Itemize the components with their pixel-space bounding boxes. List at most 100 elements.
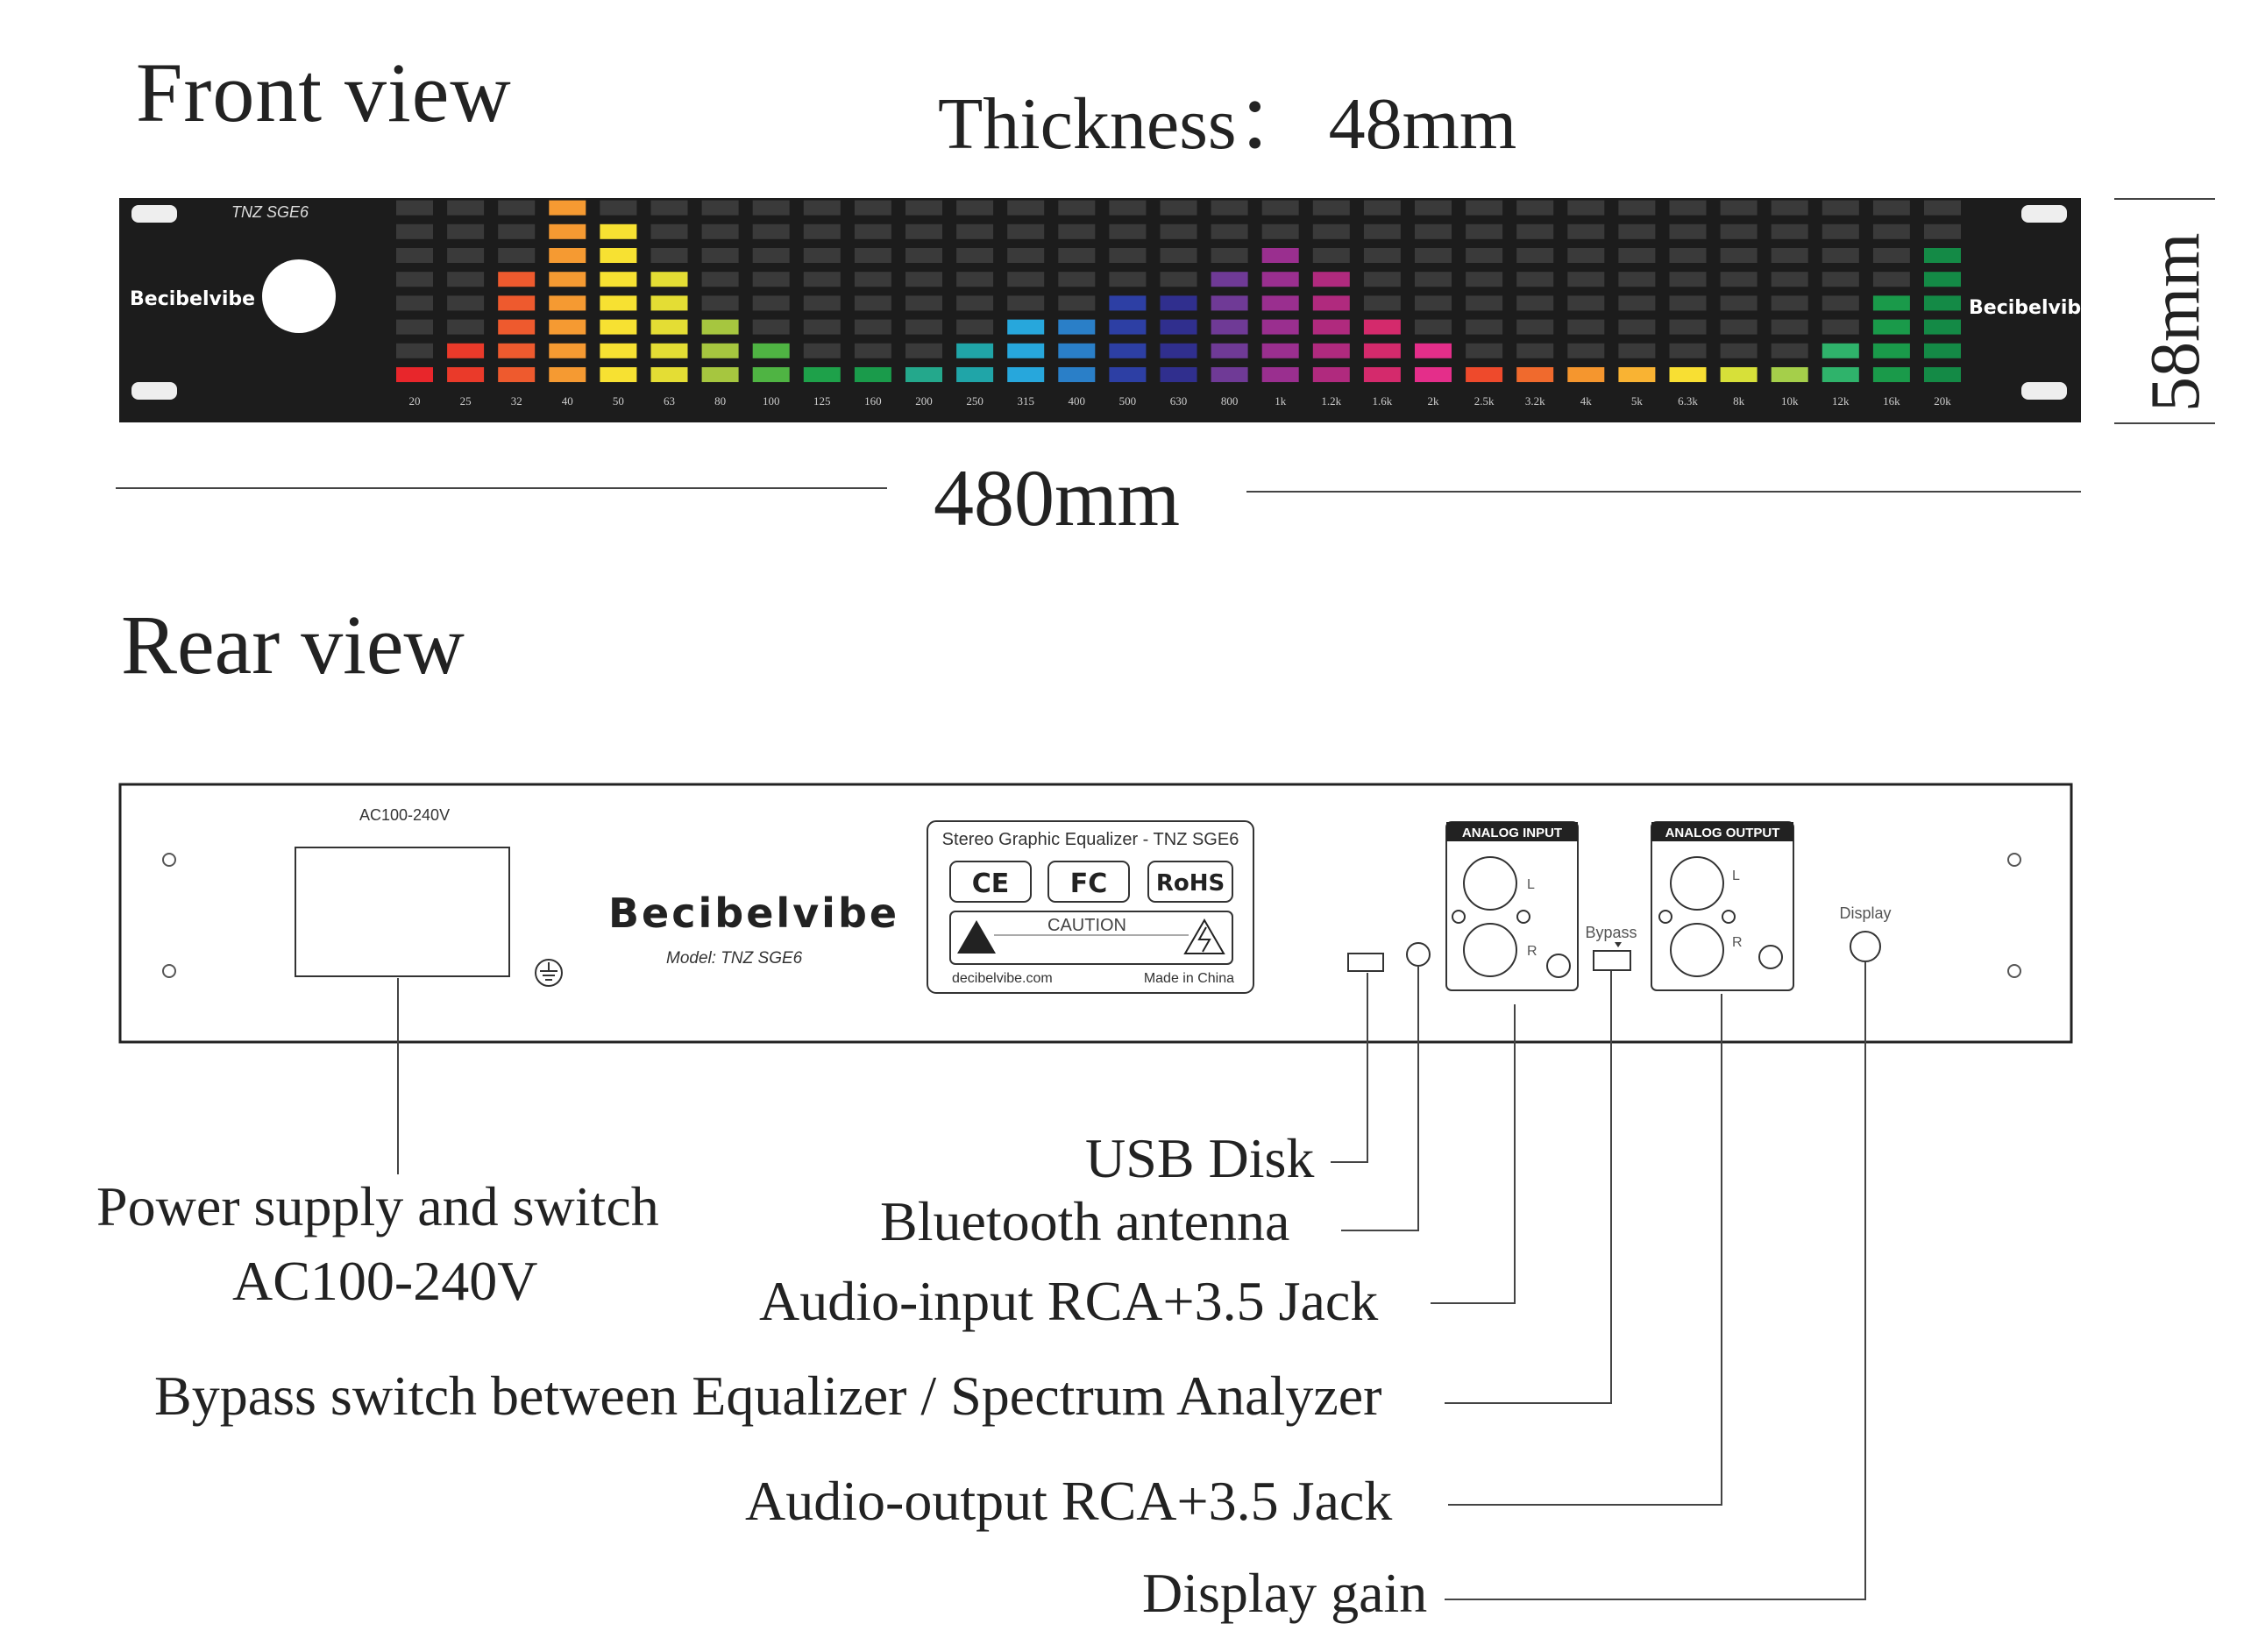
spectrum-segment-2.5k [1466, 319, 1503, 335]
spectrum-segment-10k [1771, 367, 1808, 382]
height-dimension-bottom-tick [2114, 422, 2215, 424]
spectrum-segment-315 [1007, 343, 1045, 358]
band-label-1.2k: 1.2k [1321, 394, 1341, 408]
spectrum-segment-2.5k [1466, 343, 1503, 358]
spectrum-segment-4k [1567, 272, 1605, 287]
spectrum-segment-50 [600, 319, 637, 335]
leader-display-gain [1445, 962, 1866, 1600]
fc-mark-box [1047, 861, 1130, 903]
screw-hole-bottom-left [162, 964, 176, 978]
spectrum-segment-16k [1872, 200, 1910, 216]
band-label-20: 20 [409, 394, 421, 408]
output-left-label: L [1732, 869, 1740, 883]
usb-port[interactable] [1347, 953, 1384, 972]
bypass-switch[interactable] [1593, 950, 1631, 971]
spectrum-segment-400 [1058, 295, 1096, 311]
spectrum-segment-20 [396, 248, 433, 263]
spectrum-segment-63 [650, 319, 688, 335]
spectrum-segment-40 [549, 367, 586, 382]
spectrum-segment-25 [447, 200, 485, 216]
spectrum-segment-63 [650, 200, 688, 216]
spectrum-segment-630 [1160, 343, 1197, 358]
callout-audio-input: Audio-input RCA+3.5 Jack [759, 1270, 1379, 1332]
display-gain-knob[interactable] [1850, 931, 1881, 962]
spectrum-segment-2k [1415, 343, 1452, 358]
spectrum-segment-1k [1261, 248, 1299, 263]
spectrum-segment-1.6k [1363, 248, 1401, 263]
spectrum-segment-630 [1160, 295, 1197, 311]
front-control-knob[interactable] [262, 259, 336, 333]
spectrum-segment-63 [650, 272, 688, 287]
electric-warning-icon [1183, 918, 1225, 954]
spectrum-segment-1.2k [1312, 200, 1350, 216]
spectrum-segment-800 [1211, 319, 1248, 335]
spectrum-segment-50 [600, 272, 637, 287]
spectrum-segment-4k [1567, 223, 1605, 239]
spectrum-segment-2k [1415, 319, 1452, 335]
spectrum-segment-6.3k [1669, 223, 1707, 239]
spectrum-segment-80 [701, 200, 739, 216]
band-label-32: 32 [511, 394, 522, 408]
spectrum-segment-5k [1618, 223, 1656, 239]
input-rca-left[interactable] [1463, 856, 1517, 911]
bluetooth-antenna-jack[interactable] [1406, 942, 1431, 967]
spectrum-segment-400 [1058, 367, 1096, 382]
spectrum-segment-12k [1821, 223, 1859, 239]
power-inlet-switch[interactable] [295, 847, 510, 977]
spectrum-segment-1k [1261, 343, 1299, 358]
band-label-160: 160 [864, 394, 882, 408]
spectrum-segment-20 [396, 272, 433, 287]
spectrum-segment-1.6k [1363, 295, 1401, 311]
output-3-5mm-jack[interactable] [1758, 945, 1783, 969]
analog-input-header [1446, 822, 1578, 841]
spectrum-segment-1.2k [1312, 319, 1350, 335]
spectrum-segment-1.2k [1312, 223, 1350, 239]
spectrum-segment-400 [1058, 343, 1096, 358]
rear-brand-logo: Becibelvibe [608, 890, 899, 937]
front-panel: TNZ SGE6 Becibelvibe Becibelvibe 2025324… [119, 198, 2081, 422]
spectrum-segment-160 [854, 200, 891, 216]
rohs-mark: RoHS [1156, 870, 1225, 897]
spectrum-segment-10k [1771, 295, 1808, 311]
spectrum-segment-315 [1007, 295, 1045, 311]
spectrum-segment-8k [1720, 200, 1758, 216]
spectrum-segment-630 [1160, 367, 1197, 382]
spectrum-segment-4k [1567, 295, 1605, 311]
spectrum-segment-2.5k [1466, 295, 1503, 311]
front-panel-graphic: TNZ SGE6 Becibelvibe Becibelvibe 2025324… [119, 198, 2081, 422]
spectrum-segment-2.5k [1466, 272, 1503, 287]
spectrum-segment-32 [498, 272, 536, 287]
spectrum-segment-20k [1924, 248, 1961, 263]
spectrum-segment-40 [549, 343, 586, 358]
front-brand-logo-right: Becibelvibe [1969, 297, 2081, 319]
output-rca-right[interactable] [1670, 923, 1724, 977]
spectrum-segment-20 [396, 200, 433, 216]
spectrum-segment-32 [498, 200, 536, 216]
spectrum-segment-1.2k [1312, 343, 1350, 358]
spectrum-segment-16k [1872, 367, 1910, 382]
spectrum-segment-160 [854, 295, 891, 311]
spectrum-segment-63 [650, 343, 688, 358]
band-label-5k: 5k [1631, 394, 1644, 408]
callout-bluetooth-antenna: Bluetooth antenna [880, 1190, 1290, 1252]
input-rca-right[interactable] [1463, 923, 1517, 977]
input-right-label: R [1527, 944, 1537, 959]
spectrum-segment-63 [650, 248, 688, 263]
output-rca-left[interactable] [1670, 856, 1724, 911]
spectrum-segment-20k [1924, 223, 1961, 239]
spectrum-segment-10k [1771, 223, 1808, 239]
front-brand-logo: Becibelvibe [130, 288, 255, 310]
band-label-3.2k: 3.2k [1525, 394, 1545, 408]
input-3-5mm-jack[interactable] [1546, 954, 1571, 978]
spectrum-segment-3.2k [1516, 319, 1554, 335]
spectrum-segment-500 [1109, 223, 1147, 239]
spectrum-segment-500 [1109, 367, 1147, 382]
height-dimension-top-tick [2114, 198, 2215, 200]
spectrum-segment-5k [1618, 200, 1656, 216]
spectrum-segment-630 [1160, 200, 1197, 216]
rack-ear-slot-bottom-left [131, 382, 177, 400]
spectrum-segment-16k [1872, 272, 1910, 287]
band-label-25: 25 [460, 394, 472, 408]
spectrum-segment-50 [600, 248, 637, 263]
spectrum-segment-160 [854, 248, 891, 263]
